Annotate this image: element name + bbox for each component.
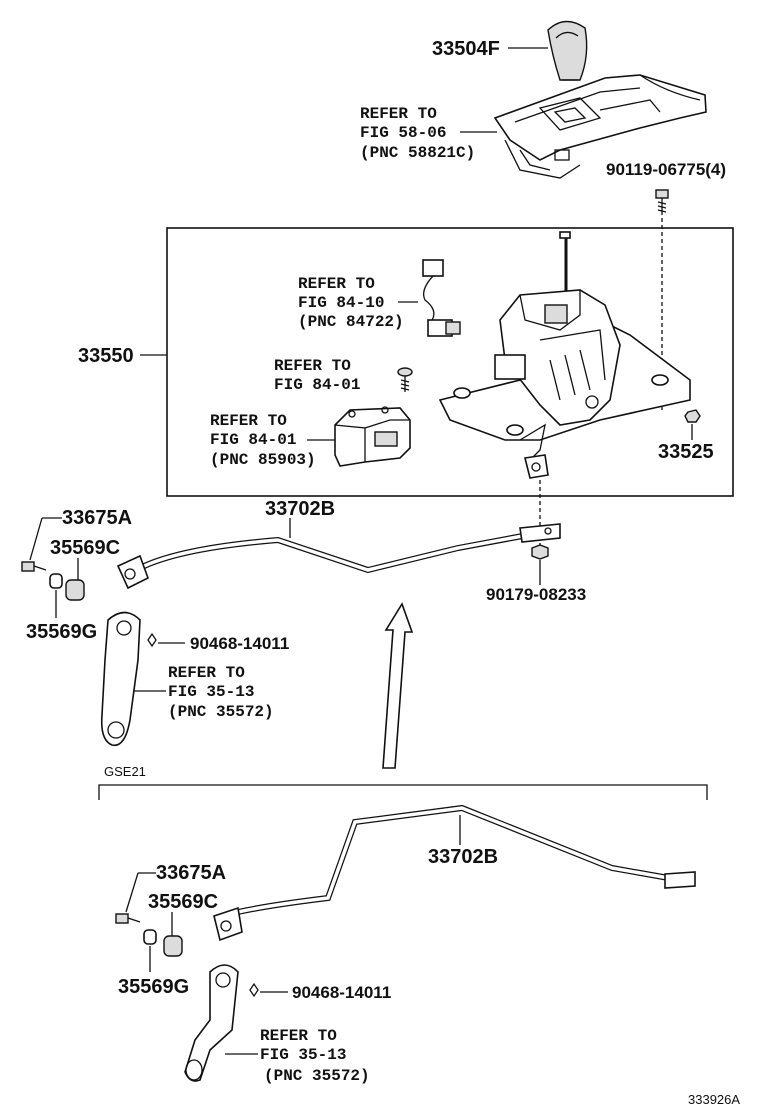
refer-84-01a-line2: FIG 84-01 [274, 376, 360, 394]
clip-upper-icon [147, 632, 157, 648]
console-bezel-illustration [493, 74, 707, 179]
label-bushing-g-upper: 35569G [26, 621, 97, 643]
label-nut: 33525 [658, 441, 714, 463]
refer-84-10-text: REFER TO FIG 84-10 (PNC 84722) [298, 275, 404, 331]
refer-58-text: REFER TO FIG 58-06 (PNC 58821C) [360, 105, 475, 162]
refer-84-10-line1: REFER TO [298, 275, 375, 293]
refer-58-line1: REFER TO [360, 105, 437, 123]
refer-84-01a-line1: REFER TO [274, 357, 351, 375]
refer-84-10-line3: (PNC 84722) [298, 313, 404, 331]
bolt-upper-icon [21, 561, 47, 572]
refer-35-upper-text: REFER TO FIG 35-13 (PNC 35572) [168, 664, 274, 721]
refer-84-01a-text: REFER TO FIG 84-01 [274, 357, 360, 394]
bushing-c-upper-icon [65, 579, 85, 601]
refer-84-01b-line1: REFER TO [210, 412, 287, 430]
label-bolt-upper: 33675A [62, 507, 132, 529]
bolt-top-icon [655, 189, 669, 215]
refer-35-lower-text: REFER TO FIG 35-13 (PNC 35572) [260, 1027, 370, 1085]
leader-bolt-upper-2 [29, 517, 43, 561]
connector-harness-illustration [422, 259, 461, 337]
label-cable-upper: 33702B [265, 498, 335, 520]
refer-84-10-line2: FIG 84-10 [298, 294, 384, 312]
screw-icon [397, 367, 413, 392]
label-variant: GSE21 [104, 764, 146, 779]
refer-35-lower-line3: (PNC 35572) [264, 1067, 370, 1085]
cable-lower-illustration [213, 804, 696, 942]
bracket-illustration [334, 406, 411, 467]
refer-35-lower-line1: REFER TO [260, 1027, 337, 1045]
shifter-mechanism-illustration [438, 231, 691, 479]
refer-35-lower-line2: FIG 35-13 [260, 1046, 346, 1064]
shift-knob-illustration [547, 20, 588, 81]
label-cable-lower: 33702B [428, 846, 498, 868]
refer-35-upper-line1: REFER TO [168, 664, 245, 682]
variant-bracket [98, 784, 708, 800]
bushing-c-lower-icon [163, 935, 183, 957]
refer-84-01b-text: REFER TO FIG 84-01 (PNC 85903) [210, 412, 316, 469]
bushing-g-lower-icon [143, 929, 157, 945]
refer-84-01b-line2: FIG 84-01 [210, 431, 296, 449]
diagram-id: 333926A [688, 1092, 740, 1107]
bushing-g-upper-icon [49, 573, 63, 589]
label-nut-lower: 90179-08233 [486, 585, 586, 604]
label-bolt-top: 90119-06775(4) [606, 160, 726, 179]
label-clip-upper: 90468-14011 [190, 634, 289, 653]
lever-arm-lower-illustration [184, 964, 239, 1082]
label-bushing-c-upper: 35569C [50, 537, 120, 559]
nut-icon-33525 [684, 409, 701, 423]
nut-lower-icon [531, 544, 549, 560]
label-bolt-lower: 33675A [156, 862, 226, 884]
leader-bolt-lower-2 [125, 872, 139, 913]
cable-upper-illustration [116, 523, 561, 590]
refer-58-line2: FIG 58-06 [360, 124, 446, 142]
label-assembly: 33550 [78, 345, 134, 367]
up-arrow-icon [382, 602, 414, 769]
label-bushing-c-lower: 35569C [148, 891, 218, 913]
refer-84-01b-line3: (PNC 85903) [210, 451, 316, 469]
assembly-box [166, 227, 734, 497]
label-bushing-g-lower: 35569G [118, 976, 189, 998]
label-knob: 33504F [432, 38, 500, 60]
clip-lower-icon [249, 982, 259, 998]
refer-35-upper-line2: FIG 35-13 [168, 683, 254, 701]
refer-35-upper-line3: (PNC 35572) [168, 703, 274, 721]
bolt-lower-icon [115, 913, 141, 924]
refer-58-line3: (PNC 58821C) [360, 144, 475, 162]
label-clip-lower: 90468-14011 [292, 983, 391, 1002]
lever-arm-upper-illustration [100, 611, 141, 747]
